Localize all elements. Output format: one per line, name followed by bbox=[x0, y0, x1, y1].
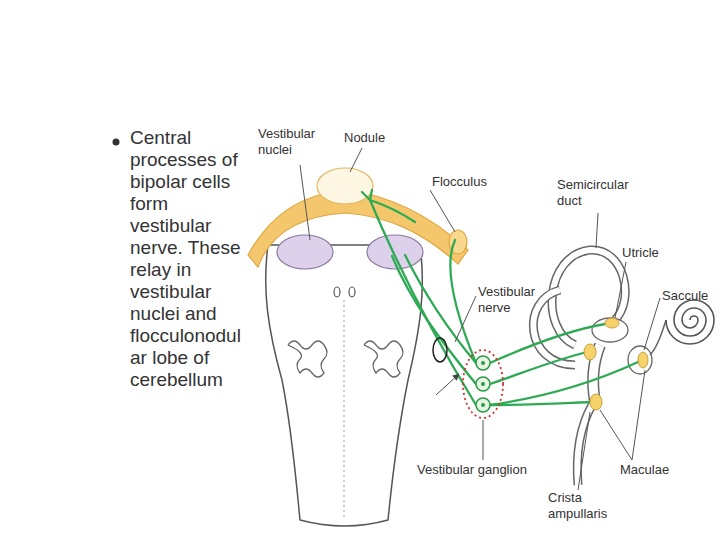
part-label: Vestibular nerve bbox=[478, 284, 550, 316]
nerve-fibre bbox=[370, 200, 476, 405]
leader-line bbox=[455, 296, 476, 342]
leader-line bbox=[615, 262, 626, 318]
cell-nucleus bbox=[481, 382, 485, 386]
crista-patch bbox=[584, 344, 596, 360]
leader-line bbox=[632, 370, 645, 460]
part-label: Vestibular nuclei bbox=[258, 126, 330, 158]
macula-patch bbox=[605, 318, 619, 328]
part-label: Utricle bbox=[622, 245, 659, 261]
utricle-sac bbox=[592, 318, 628, 342]
inferior-olive bbox=[288, 341, 327, 377]
central-canal bbox=[334, 287, 340, 297]
ganglion-outline bbox=[463, 350, 503, 418]
nerve-fibre bbox=[450, 240, 476, 363]
bipolar-cell bbox=[476, 377, 490, 391]
bullet-text: Central processes of bipolar cells form … bbox=[130, 127, 248, 391]
saccule-sac bbox=[628, 346, 652, 374]
leader-line bbox=[600, 410, 632, 460]
cell-nucleus bbox=[481, 361, 485, 365]
nerve-fibre bbox=[490, 362, 638, 405]
bipolar-cell bbox=[476, 356, 490, 370]
part-label: Maculae bbox=[620, 462, 669, 478]
crista-patch bbox=[590, 394, 602, 410]
brainstem-outline bbox=[266, 245, 423, 526]
leader-line bbox=[596, 213, 598, 248]
nodule-shape bbox=[317, 168, 373, 204]
part-label: Flocculus bbox=[432, 174, 487, 190]
macula-patch bbox=[638, 352, 648, 368]
semicircular-canal bbox=[533, 290, 575, 365]
inferior-olive bbox=[364, 341, 403, 377]
part-label: Semicircular duct bbox=[557, 177, 652, 209]
part-label: Vestibular ganglion bbox=[417, 462, 527, 478]
nerve-fibre bbox=[490, 352, 588, 384]
part-label: Nodule bbox=[344, 130, 385, 146]
pointer-arrow bbox=[436, 374, 459, 395]
bipolar-cell bbox=[476, 398, 490, 412]
leader-line bbox=[430, 190, 455, 232]
leader-line bbox=[483, 420, 484, 460]
nerve-fibre bbox=[362, 190, 415, 222]
central-canal bbox=[349, 287, 355, 297]
nerve-ring bbox=[433, 338, 447, 362]
leader-line bbox=[350, 148, 362, 172]
leader-line bbox=[578, 412, 590, 490]
midline bbox=[344, 300, 345, 520]
semicircular-canal bbox=[533, 290, 575, 365]
part-label: Saccule bbox=[662, 288, 708, 304]
nerve-fibre bbox=[490, 324, 605, 363]
bullet-dot bbox=[113, 139, 120, 146]
cochlear-duct bbox=[650, 320, 666, 355]
leader-line bbox=[644, 298, 660, 350]
nucleus-shape bbox=[277, 235, 333, 269]
leader-line bbox=[300, 165, 310, 240]
nerve-fibre bbox=[405, 255, 476, 363]
cell-nucleus bbox=[481, 403, 485, 407]
cochlea-spiral bbox=[666, 300, 714, 344]
part-label: Crista ampullaris bbox=[548, 490, 618, 522]
